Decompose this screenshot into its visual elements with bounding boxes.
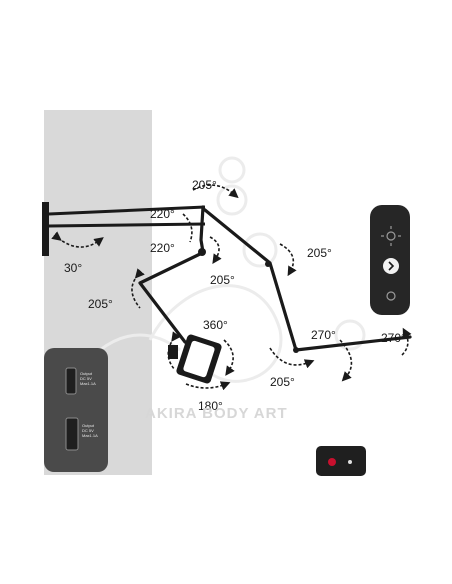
port2-label-3: Max1.1A — [82, 433, 98, 438]
arm-segment-base — [48, 205, 206, 228]
switch-dot — [348, 460, 352, 464]
light-icon — [381, 226, 401, 246]
chevron-right-icon — [388, 261, 395, 271]
angle-label-phone-tilt: 180° — [198, 399, 223, 413]
wall-mount-plate — [42, 202, 49, 256]
port2-label-2: DC 5V — [82, 428, 94, 433]
port1-label-1: Output — [80, 371, 93, 376]
control-panel — [370, 205, 410, 315]
angle-label-right-joint-a: 270° — [311, 328, 336, 342]
joint-knobs — [198, 248, 299, 353]
watermark: AKIRA BODY ART — [145, 405, 288, 422]
power-switch — [316, 446, 366, 476]
angle-label-joint1-bottom: 220° — [150, 241, 175, 255]
port1-label-2: DC 5V — [80, 376, 92, 381]
usb-port-1 — [65, 367, 77, 395]
angle-label-elbow-right: 205° — [307, 246, 332, 260]
rotation-arrows — [51, 184, 412, 391]
port1-label-3: Max1.1A — [80, 381, 96, 386]
phone-holder — [168, 334, 222, 384]
ghost-arm-silhouette — [99, 156, 366, 383]
angle-label-joint1-top: 220° — [150, 207, 175, 221]
angle-label-right-joint-lower: 205° — [270, 375, 295, 389]
usb-port-2 — [65, 417, 79, 451]
red-indicator — [328, 458, 336, 466]
port2-label-1: Output — [82, 423, 95, 428]
usb-inset: Output DC 5V Max1.1A Output DC 5V Max1.1… — [44, 348, 108, 472]
angle-label-base: 30° — [64, 261, 82, 275]
angle-label-right-joint-b: 270° — [381, 331, 406, 345]
angle-label-phone-rotate: 360° — [203, 318, 228, 332]
arm-segments — [138, 205, 412, 352]
next-button[interactable] — [383, 258, 399, 274]
angle-label-joint2: 205° — [210, 273, 235, 287]
power-icon — [386, 291, 396, 301]
angle-label-elbow-left: 205° — [88, 297, 113, 311]
angle-label-joint1-upper: 205° — [192, 178, 217, 192]
